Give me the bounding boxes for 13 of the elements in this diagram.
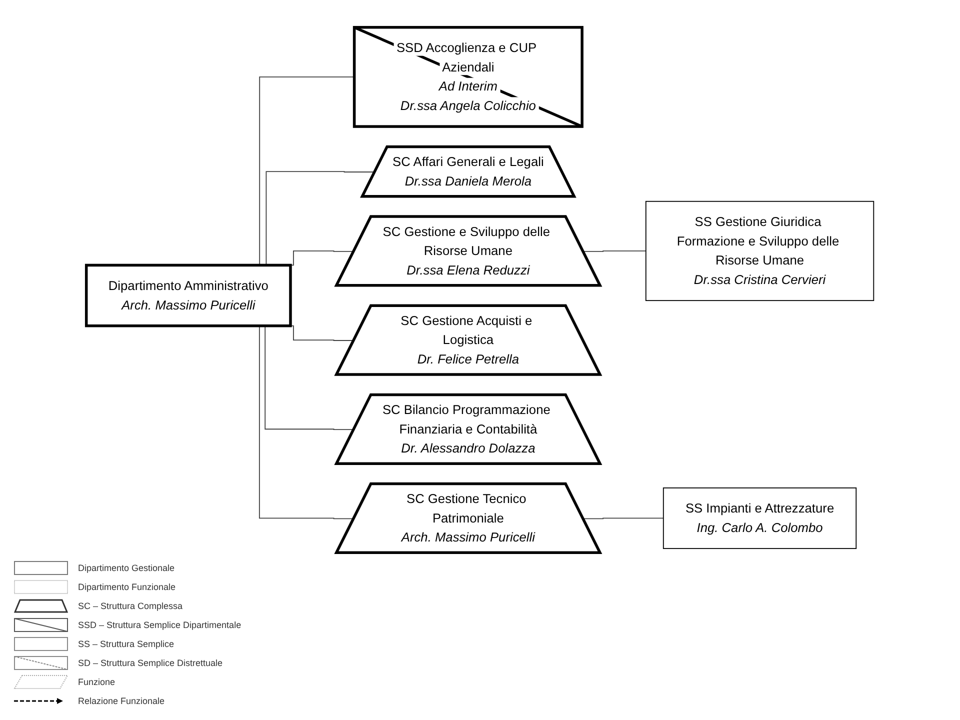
legend-label: Dipartimento Gestionale — [78, 562, 175, 572]
legend-label: SSD – Struttura Semplice Dipartimentale — [78, 620, 242, 630]
node-box: Dipartimento Amministrativo Arch. Massimo Puricelli — [84, 264, 292, 328]
legend-label: SD – Struttura Semplice Distrettuale — [78, 658, 223, 668]
legend-label: SS – Struttura Semplice — [78, 638, 174, 648]
legend-label: SC – Struttura Complessa — [78, 600, 183, 610]
connector — [582, 250, 646, 252]
node-box: SS Gestione Giuridica Formazione e Sviluppo delle Risorse Umane Dr.ssa Cristina Cervieri — [645, 200, 874, 302]
legend-label: Relazione Funzionale — [78, 696, 165, 706]
legend-label: Funzione — [78, 676, 116, 686]
node-box: SS Impianti e Attrezzature Ing. Carlo A. Colombo — [662, 487, 857, 549]
legend-label: Dipartimento Funzionale — [78, 582, 176, 592]
connector — [582, 518, 664, 520]
